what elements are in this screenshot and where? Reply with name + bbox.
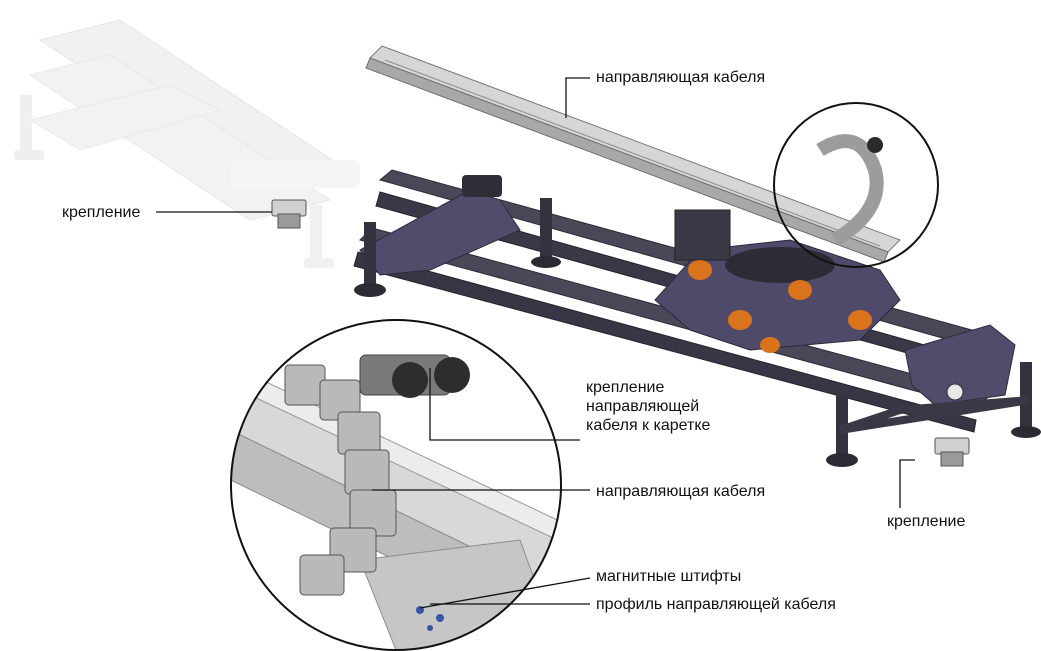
label-mount-carriage: крепление направляющей кабеля к каретке [586,379,711,434]
label-cable-guide-profile: профиль направляющей кабеля [596,596,836,613]
carriage [654,209,901,353]
label-mount-right: крепление [887,513,966,530]
right-end-bracket [826,324,1041,467]
cable-guide-rail [365,45,901,263]
mount-right-part [934,437,970,467]
ghost-slider [14,19,360,268]
detail-magnifier-circle [230,319,562,651]
left-end-bracket [354,175,561,297]
label-magnetic-pins: магнитные штифты [596,568,742,585]
label-cable-guide-top: направляющая кабеля [596,69,766,86]
leader-lines [156,77,915,609]
mount-left-part [271,199,307,229]
label-cable-guide-detail: направляющая кабеля [596,483,766,500]
highlight-circle-small [773,102,939,268]
label-mount-left: крепление [62,204,141,221]
